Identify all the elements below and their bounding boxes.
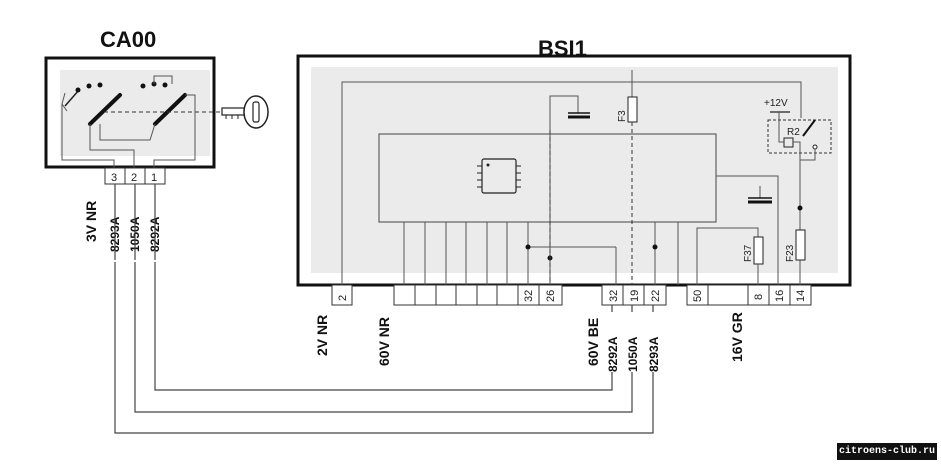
ca00-connector: 3 2 1 xyxy=(104,167,166,185)
label-16v-gr: 16V GR xyxy=(729,312,745,362)
ca00-connector-label: 3V NR xyxy=(83,201,99,242)
ca00-title: CA00 xyxy=(100,27,156,52)
watermark: citroens-club.ru xyxy=(837,443,937,460)
harness-wires xyxy=(114,184,654,434)
fuse-f3-label: F3 xyxy=(617,110,628,122)
label-2v-nr: 2V NR xyxy=(314,315,330,356)
ca00-switch xyxy=(44,56,222,169)
bsi1-connector-16v-gr: 50 8 16 14 xyxy=(686,284,812,306)
chip-icon xyxy=(477,158,521,194)
bsi1-pin-2: 2 xyxy=(337,295,349,301)
key-icon xyxy=(221,95,269,129)
bsi1-module: F3 F37 +12V R2 F23 xyxy=(296,54,852,287)
label-60v-nr: 60V NR xyxy=(376,317,392,366)
bsi1-wire-8293a: 8293A xyxy=(647,336,661,372)
ca00-pin-3: 3 xyxy=(111,172,117,184)
bsi1-pin-22: 22 xyxy=(650,290,662,302)
ca00-pin-2: 2 xyxy=(131,172,137,184)
bsi1-wire-1050a: 1050A xyxy=(626,336,640,372)
bsi1-connector-2v-nr: 2 xyxy=(331,284,353,306)
fuse-f37-label: F37 xyxy=(743,244,754,262)
bsi1-pin-16: 16 xyxy=(774,290,786,302)
bsi1-wire-8292a: 8292A xyxy=(606,336,620,372)
bsi1-pin-14: 14 xyxy=(795,290,807,302)
bsi1-pin-32a: 32 xyxy=(523,290,535,302)
bsi1-pin-32b: 32 xyxy=(608,290,620,302)
bsi1-connector-60v-nr: 32 26 xyxy=(393,284,563,306)
ground-icon-right xyxy=(716,175,779,285)
bsi1-connector-60v-be: 32 19 22 xyxy=(601,284,667,306)
relay-r2-label: R2 xyxy=(787,127,800,138)
supply-label: +12V xyxy=(764,98,788,109)
bsi1-pin-50: 50 xyxy=(692,290,704,302)
bsi1-pin-26: 26 xyxy=(545,290,557,302)
bsi1-pin-8: 8 xyxy=(753,294,765,300)
bsi1-pin-19: 19 xyxy=(629,290,641,302)
ca00-pin-1: 1 xyxy=(151,172,157,184)
label-60v-be: 60V BE xyxy=(585,318,601,366)
fuse-f23-label: F23 xyxy=(785,244,796,262)
